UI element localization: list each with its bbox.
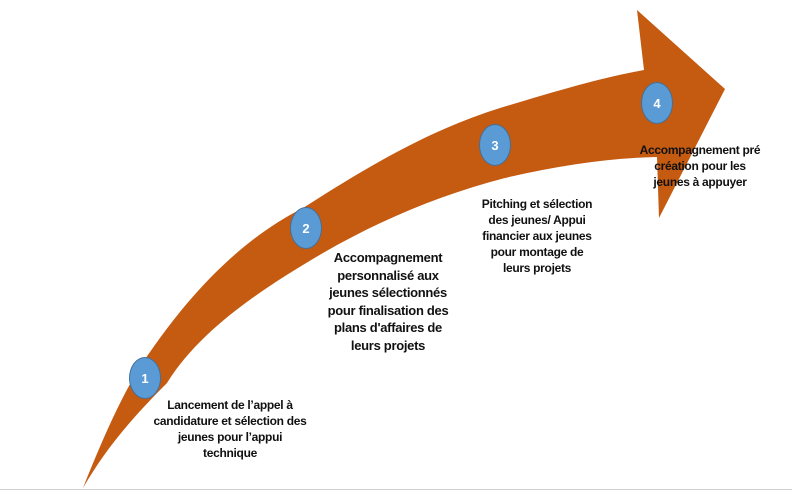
step-number: 2 bbox=[302, 220, 310, 236]
text-line: financier aux jeunes bbox=[482, 229, 592, 243]
step-2-badge: 2 bbox=[290, 207, 322, 249]
step-2-description: Accompagnement personnalisé aux jeunes s… bbox=[318, 249, 458, 354]
text-line: pour montage de bbox=[490, 245, 584, 259]
arrow-shape bbox=[83, 10, 725, 488]
text-line: création pour les bbox=[654, 159, 746, 173]
text-line: Lancement de l’appel à bbox=[167, 398, 293, 412]
text-line: jeunes pour l’appui bbox=[177, 430, 283, 444]
bottom-divider bbox=[0, 489, 792, 490]
step-3-description: Pitching et sélection des jeunes/ Appui … bbox=[472, 196, 602, 276]
text-line: jeunes sélectionnés bbox=[329, 285, 447, 300]
step-4-badge: 4 bbox=[641, 82, 673, 124]
step-number: 1 bbox=[141, 370, 149, 386]
step-4-description: Accompagnement pré création pour les jeu… bbox=[635, 142, 765, 190]
text-line: leurs projets bbox=[350, 337, 426, 353]
text-line: technique bbox=[203, 446, 257, 460]
step-1-badge: 1 bbox=[129, 357, 161, 399]
text-line: candidature et sélection des bbox=[153, 414, 307, 428]
step-number: 4 bbox=[653, 95, 661, 111]
text-line: Accompagnement bbox=[333, 250, 443, 265]
text-line: Pitching et sélection bbox=[481, 197, 593, 211]
text-line: personnalisé aux bbox=[337, 267, 439, 283]
text-line: Accompagnement pré bbox=[639, 143, 761, 157]
step-3-badge: 3 bbox=[479, 124, 511, 166]
step-1-description: Lancement de l’appel à candidature et sé… bbox=[150, 397, 310, 461]
text-line: leurs projets bbox=[502, 261, 572, 275]
text-line: jeunes à appuyer bbox=[653, 175, 747, 189]
step-number: 3 bbox=[491, 137, 499, 153]
text-line: des jeunes/ Appui bbox=[488, 213, 586, 227]
text-line: pour finalisation des bbox=[327, 302, 449, 318]
text-line: plans d'affaires de bbox=[334, 320, 442, 335]
